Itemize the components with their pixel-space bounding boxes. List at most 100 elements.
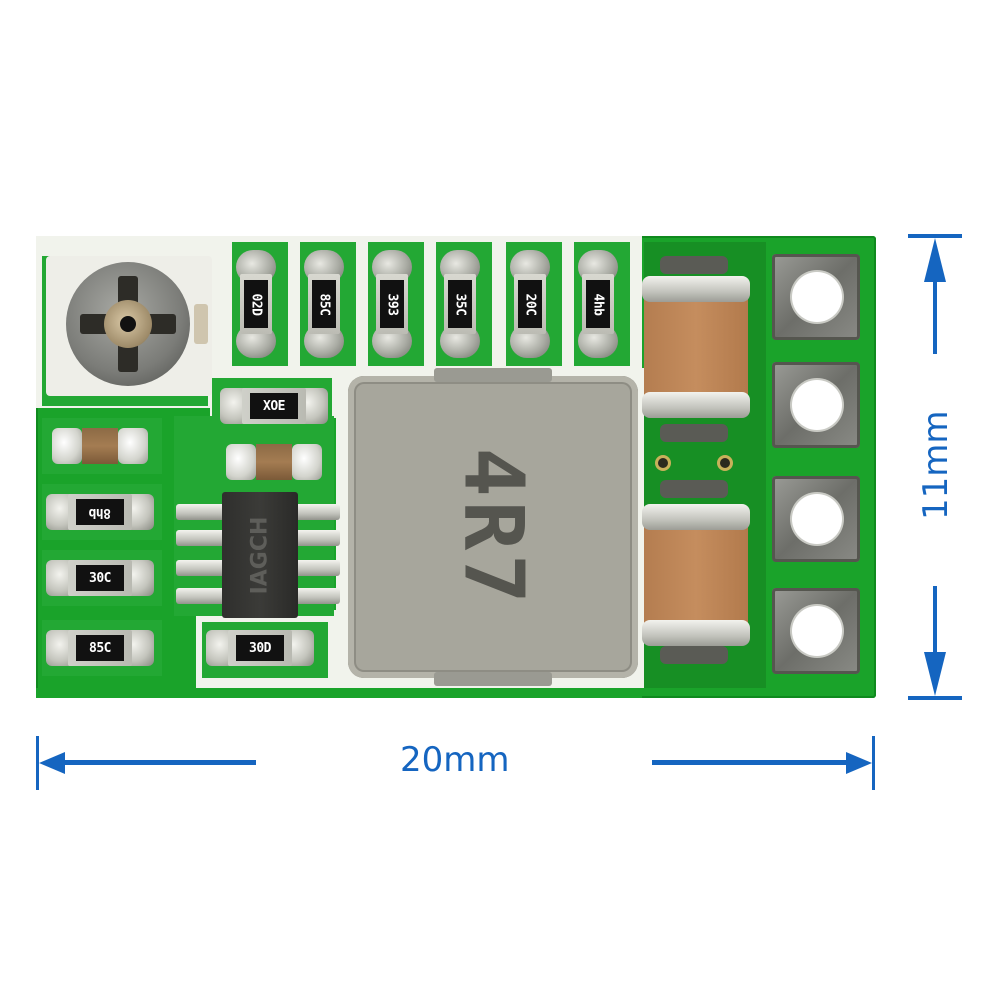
resistor-body: XOE (242, 388, 306, 424)
resistor-r6: 4hb (576, 250, 620, 358)
header-pad-1[interactable] (772, 254, 860, 340)
dimension-tick-bottom (908, 696, 962, 700)
ic-pin (290, 530, 340, 546)
resistor-marking: 85C (312, 280, 336, 328)
solder-joint (660, 480, 728, 498)
resistor-r4: 35C (438, 250, 482, 358)
marking-text: IAGCH (247, 516, 273, 594)
solder-pad (52, 428, 82, 464)
resistor-marking: 393 (380, 280, 404, 328)
ic-pin (176, 530, 226, 546)
solder-joint (660, 646, 728, 664)
regulator-ic: IAGCH (222, 492, 298, 618)
marking-text: 02D (248, 293, 264, 315)
arrow-left-icon (39, 752, 65, 774)
capacitor-body (82, 428, 118, 464)
resistor-body: 85C (308, 274, 340, 334)
capacitor-terminal (642, 620, 750, 646)
resistor-body: 393 (376, 274, 408, 334)
inductor-tab (434, 672, 552, 686)
ceramic-capacitor-input (642, 276, 750, 418)
resistor-marking: 30C (76, 565, 124, 591)
capacitor-body (644, 296, 748, 398)
dimension-line-left (60, 760, 256, 765)
solder-pad (292, 444, 322, 480)
through-hole-icon (792, 494, 842, 544)
resistor-marking: 85C (76, 635, 124, 661)
resistor-body: 4hb (582, 274, 614, 334)
header-pad-3[interactable] (772, 476, 860, 562)
power-inductor: 4R7 (348, 368, 638, 686)
solder-joint (660, 424, 728, 442)
inductor-tab (434, 368, 552, 382)
marking-text: XOE (263, 398, 285, 414)
pot-tab (194, 304, 208, 344)
ic-pin (176, 560, 226, 576)
header-pad-4[interactable] (772, 588, 860, 674)
marking-text: 30D (249, 640, 271, 656)
resistor-body: 02D (240, 274, 272, 334)
resistor-middle: XOE (220, 384, 328, 428)
ic-pin (290, 588, 340, 604)
resistor-marking: 35C (448, 280, 472, 328)
inductor-marking: 4R7 (348, 376, 638, 678)
marking-text: 8hb (89, 504, 111, 520)
marking-text: 85C (316, 293, 332, 315)
dimension-tick-right (872, 736, 875, 790)
trimmer-potentiometer[interactable] (46, 256, 212, 396)
solder-joint (660, 256, 728, 274)
resistor-marking: 8hb (76, 499, 124, 525)
resistor-body: 30C (68, 560, 132, 596)
resistor-marking: 02D (244, 280, 268, 328)
resistor-left-3: 85C (46, 626, 154, 670)
ceramic-capacitor-output (642, 504, 750, 646)
resistor-left-1: 8hb (46, 490, 154, 534)
capacitor-terminal (642, 276, 750, 302)
via-icon (658, 458, 668, 468)
resistor-marking: 30D (236, 635, 284, 661)
pot-adjust-hole-icon (120, 316, 136, 332)
through-hole-icon (792, 272, 842, 322)
ic-pin (176, 588, 226, 604)
arrow-right-icon (846, 752, 872, 774)
capacitor-terminal (642, 392, 750, 418)
resistor-r5: 20C (508, 250, 552, 358)
solder-pad (118, 428, 148, 464)
ic-pin (290, 560, 340, 576)
capacitor-body (644, 524, 748, 626)
ic-pin (290, 504, 340, 520)
resistor-marking: 20C (518, 280, 542, 328)
resistor-left-2: 30C (46, 556, 154, 600)
through-hole-icon (792, 606, 842, 656)
height-dimension-label: 11mm (916, 410, 956, 520)
dimension-line-top (933, 280, 937, 354)
resistor-body: 20C (514, 274, 546, 334)
resistor-body: 30D (228, 630, 292, 666)
ceramic-capacitor-middle (220, 440, 328, 484)
ceramic-capacitor-left (46, 424, 154, 468)
resistor-marking: XOE (250, 393, 298, 419)
dimension-line-bottom (933, 586, 937, 658)
arrow-up-icon (924, 238, 946, 282)
resistor-bottom: 30D (206, 626, 314, 670)
solder-pad (226, 444, 256, 480)
through-hole-icon (792, 380, 842, 430)
header-pad-2[interactable] (772, 362, 860, 448)
resistor-r1: 02D (234, 250, 278, 358)
ic-pin (176, 504, 226, 520)
dimension-tick-left (36, 736, 39, 790)
resistor-body: 8hb (68, 494, 132, 530)
pcb-bottom-edge (36, 688, 642, 698)
resistor-marking: 4hb (586, 280, 610, 328)
width-dimension-label: 20mm (400, 740, 510, 780)
dimension-tick-top (908, 234, 962, 238)
marking-text: 4R7 (445, 446, 541, 608)
resistor-r2: 85C (302, 250, 346, 358)
ic-marking: IAGCH (222, 492, 298, 618)
resistor-body: 35C (444, 274, 476, 334)
capacitor-terminal (642, 504, 750, 530)
resistor-body: 85C (68, 630, 132, 666)
marking-text: 85C (89, 640, 111, 656)
marking-text: 30C (89, 570, 111, 586)
capacitor-body (256, 444, 292, 480)
